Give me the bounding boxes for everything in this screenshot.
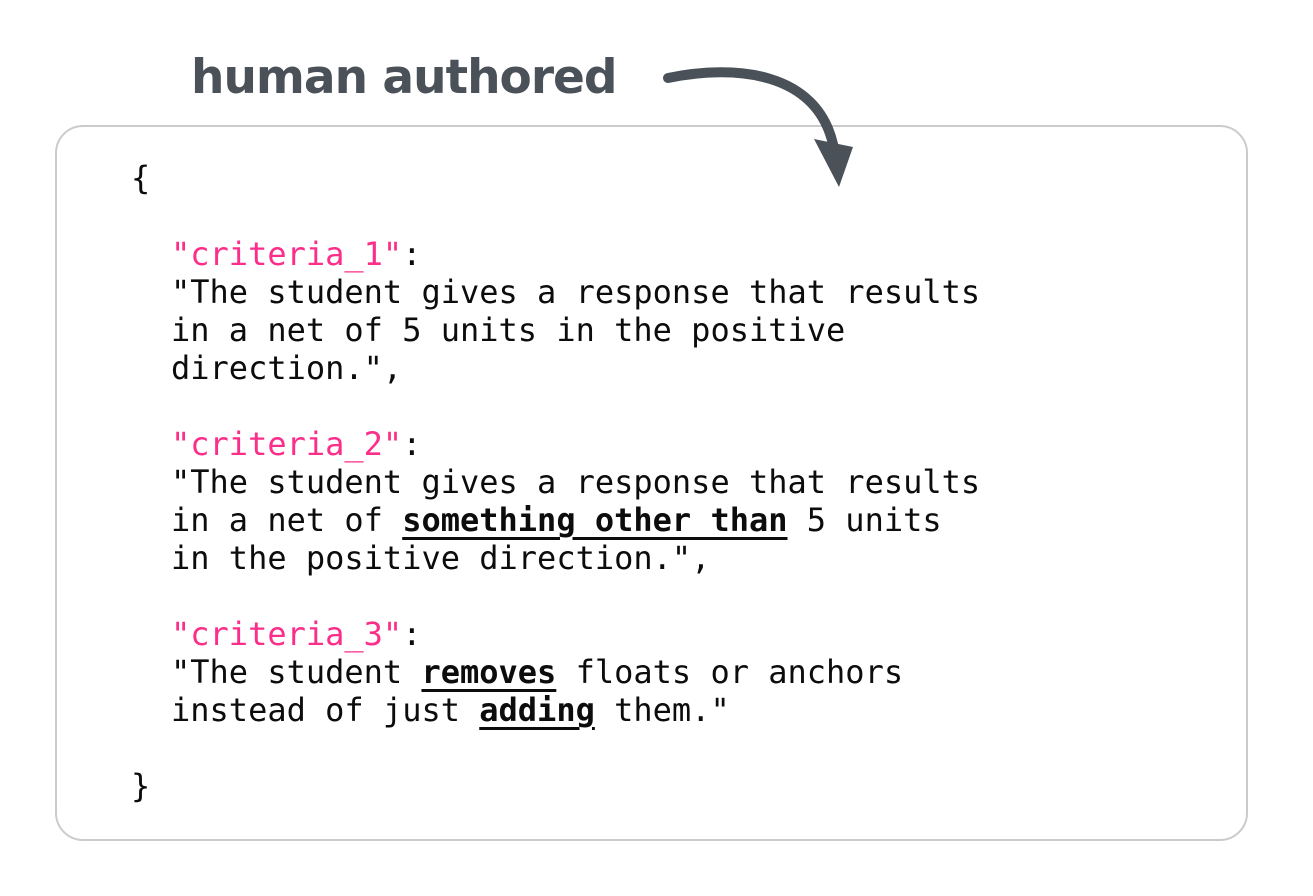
criteria-2-line: in the positive direction.", [171, 539, 711, 577]
criteria-1-line: direction.", [171, 349, 403, 387]
criteria-3-line: instead of just adding them." [171, 691, 730, 729]
json-key-criteria-3: "criteria_3": [171, 615, 422, 653]
criteria-1-line: "The student gives a response that resul… [171, 273, 981, 311]
open-brace: { [131, 159, 151, 197]
code-card: { "criteria_1": "The student gives a res… [55, 125, 1248, 841]
criteria-2-line: "The student gives a response that resul… [171, 463, 981, 501]
json-key-criteria-1: "criteria_1": [171, 235, 422, 273]
curved-arrow-icon [663, 67, 853, 187]
criteria-2-line: in a net of something other than 5 units [171, 501, 942, 539]
close-brace: } [131, 767, 151, 805]
figure-title: human authored [191, 50, 618, 105]
criteria-3-line: "The student removes floats or anchors [171, 653, 904, 691]
json-key-criteria-2: "criteria_2": [171, 425, 422, 463]
criteria-1-line: in a net of 5 units in the positive [171, 311, 846, 349]
json-snippet: { "criteria_1": "The student gives a res… [131, 159, 980, 805]
